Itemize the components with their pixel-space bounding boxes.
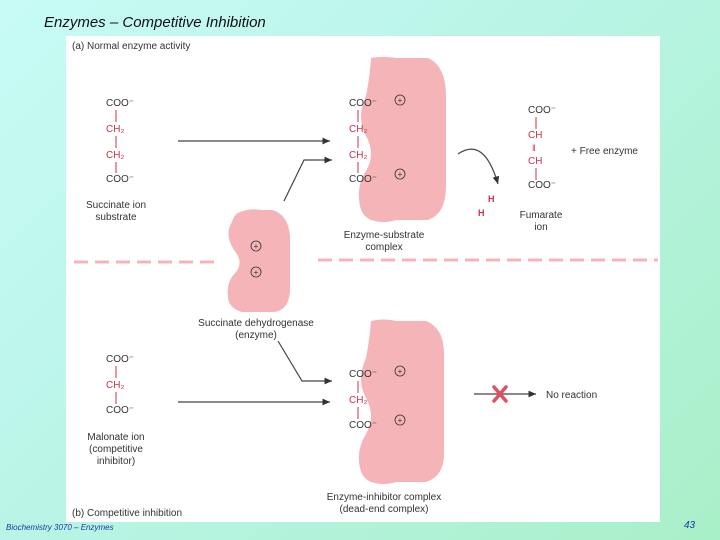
es-complex-molecule: COO⁻ CH₂ CH₂ COO⁻ [349, 98, 377, 185]
no-reaction-label: No reaction [546, 390, 597, 401]
hydrogen-2: H [478, 208, 485, 218]
svg-text:CH₂: CH₂ [349, 124, 367, 135]
fumarate-molecule: COO⁻ CH ‖ CH COO⁻ [528, 105, 556, 191]
malonate-label: Malonate ion [87, 432, 144, 443]
svg-text:COO⁻: COO⁻ [106, 174, 134, 185]
svg-text:CH₂: CH₂ [349, 395, 367, 406]
enzyme-label: Succinate dehydrogenase [198, 318, 314, 329]
svg-text:CH: CH [528, 156, 542, 167]
footer-course: Biochemistry 3070 – Enzymes [6, 523, 114, 532]
blocked-cross-icon [492, 385, 508, 403]
ei-complex-label: Enzyme-inhibitor complex [327, 492, 442, 503]
succinate-label: Succinate ion [86, 200, 146, 211]
svg-text:+: + [398, 170, 403, 179]
hydrogen-1: H [488, 194, 495, 204]
svg-text:+: + [398, 96, 403, 105]
svg-text:‖: ‖ [532, 143, 536, 153]
es-plus-charge-1: + [394, 94, 406, 106]
svg-text:+: + [398, 416, 403, 425]
diagram-canvas: (a) Normal enzyme activity (b) Competiti… [72, 41, 658, 519]
svg-text:CH₂: CH₂ [106, 150, 124, 161]
succinate-dehydrogenase-enzyme [227, 209, 290, 312]
svg-text:+: + [254, 268, 259, 277]
enzyme-plus-charge-1: + [250, 240, 262, 252]
ei-complex-molecule: COO⁻ CH₂ COO⁻ [349, 369, 377, 431]
svg-text:+: + [254, 242, 259, 251]
svg-text:COO⁻: COO⁻ [349, 174, 377, 185]
ei-plus-charge-2: + [394, 414, 406, 426]
fumarate-sublabel: ion [534, 222, 547, 233]
slide-title: Enzymes – Competitive Inhibition [44, 14, 266, 31]
es-complex-enzyme [358, 57, 446, 222]
svg-text:COO⁻: COO⁻ [528, 180, 556, 191]
svg-text:CH₂: CH₂ [349, 150, 367, 161]
malonate-sublabel-2: inhibitor) [97, 456, 135, 467]
free-enzyme-label: + Free enzyme [571, 146, 638, 157]
arrow-enzyme-binding-b [277, 340, 332, 385]
enzyme-plus-charge-2: + [250, 266, 262, 278]
svg-text:COO⁻: COO⁻ [349, 98, 377, 109]
malonate-molecule: COO⁻ CH₂ COO⁻ [106, 354, 134, 416]
enzyme-sublabel: (enzyme) [235, 330, 277, 341]
svg-text:COO⁻: COO⁻ [106, 405, 134, 416]
ei-complex-enzyme [358, 319, 444, 484]
svg-text:COO⁻: COO⁻ [106, 98, 134, 109]
svg-text:COO⁻: COO⁻ [349, 369, 377, 380]
ei-plus-charge-1: + [394, 365, 406, 377]
arrow-enzyme-binding-a [283, 156, 332, 202]
es-complex-label: Enzyme-substrate [344, 230, 425, 241]
svg-text:CH₂: CH₂ [106, 124, 124, 135]
svg-text:COO⁻: COO⁻ [349, 420, 377, 431]
svg-text:+: + [398, 367, 403, 376]
svg-text:COO⁻: COO⁻ [106, 354, 134, 365]
arrow-reaction-curve [457, 148, 500, 185]
succinate-sublabel: substrate [95, 212, 137, 223]
es-plus-charge-2: + [394, 168, 406, 180]
part-b-label: (b) Competitive inhibition [72, 508, 182, 519]
ei-complex-sublabel: (dead-end complex) [340, 504, 429, 515]
svg-text:CH₂: CH₂ [106, 380, 124, 391]
part-a-label: (a) Normal enzyme activity [72, 41, 190, 52]
diagram-panel: (a) Normal enzyme activity (b) Competiti… [66, 36, 660, 522]
svg-text:CH: CH [528, 130, 542, 141]
page-number: 43 [684, 520, 696, 531]
malonate-sublabel-1: (competitive [89, 444, 143, 455]
succinate-molecule: COO⁻ CH₂ CH₂ COO⁻ [106, 98, 134, 185]
svg-text:COO⁻: COO⁻ [528, 105, 556, 116]
es-complex-sublabel: complex [365, 242, 402, 253]
fumarate-label: Fumarate [520, 210, 563, 221]
